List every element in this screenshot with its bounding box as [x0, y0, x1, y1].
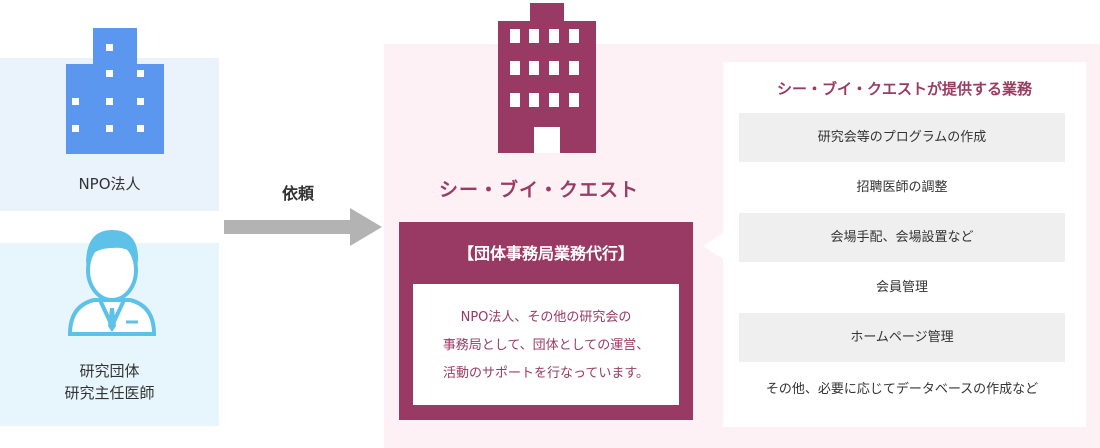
org-name: シー・ブイ・クエスト — [438, 179, 639, 201]
description-line-2: 事務局として、団体としての運営、 — [442, 338, 650, 353]
maroon-building-icon — [498, 3, 596, 153]
services-heading: シー・ブイ・クエストが提供する業務 — [776, 80, 1032, 98]
npo-label: NPO法人 — [78, 175, 141, 193]
arrow-right-icon — [224, 208, 382, 246]
doctor-label-line1: 研究団体 — [79, 362, 140, 380]
blue-building-icon — [66, 28, 164, 154]
request-label: 依頼 — [281, 184, 314, 203]
doctor-label-line2: 研究主任医師 — [64, 384, 155, 402]
service-item: 会員管理 — [875, 280, 928, 295]
service-description-box — [413, 284, 679, 405]
speech-pointer — [703, 232, 725, 260]
description-line-3: 活動のサポートを行なっています。 — [442, 366, 650, 381]
service-box-title: 【団体事務局業務代行】 — [457, 244, 634, 263]
doctor-icon — [67, 230, 157, 336]
service-item: その他、必要に応じてデータベースの作成など — [765, 382, 1039, 397]
description-line-1: NPO法人、その他の研究会の — [460, 310, 632, 325]
service-item: 招聘医師の調整 — [856, 180, 948, 195]
service-item: 研究会等のプログラムの作成 — [739, 113, 1065, 162]
service-item: ホームページ管理 — [739, 313, 1065, 362]
service-item: 会場手配、会場設置など — [739, 213, 1065, 262]
